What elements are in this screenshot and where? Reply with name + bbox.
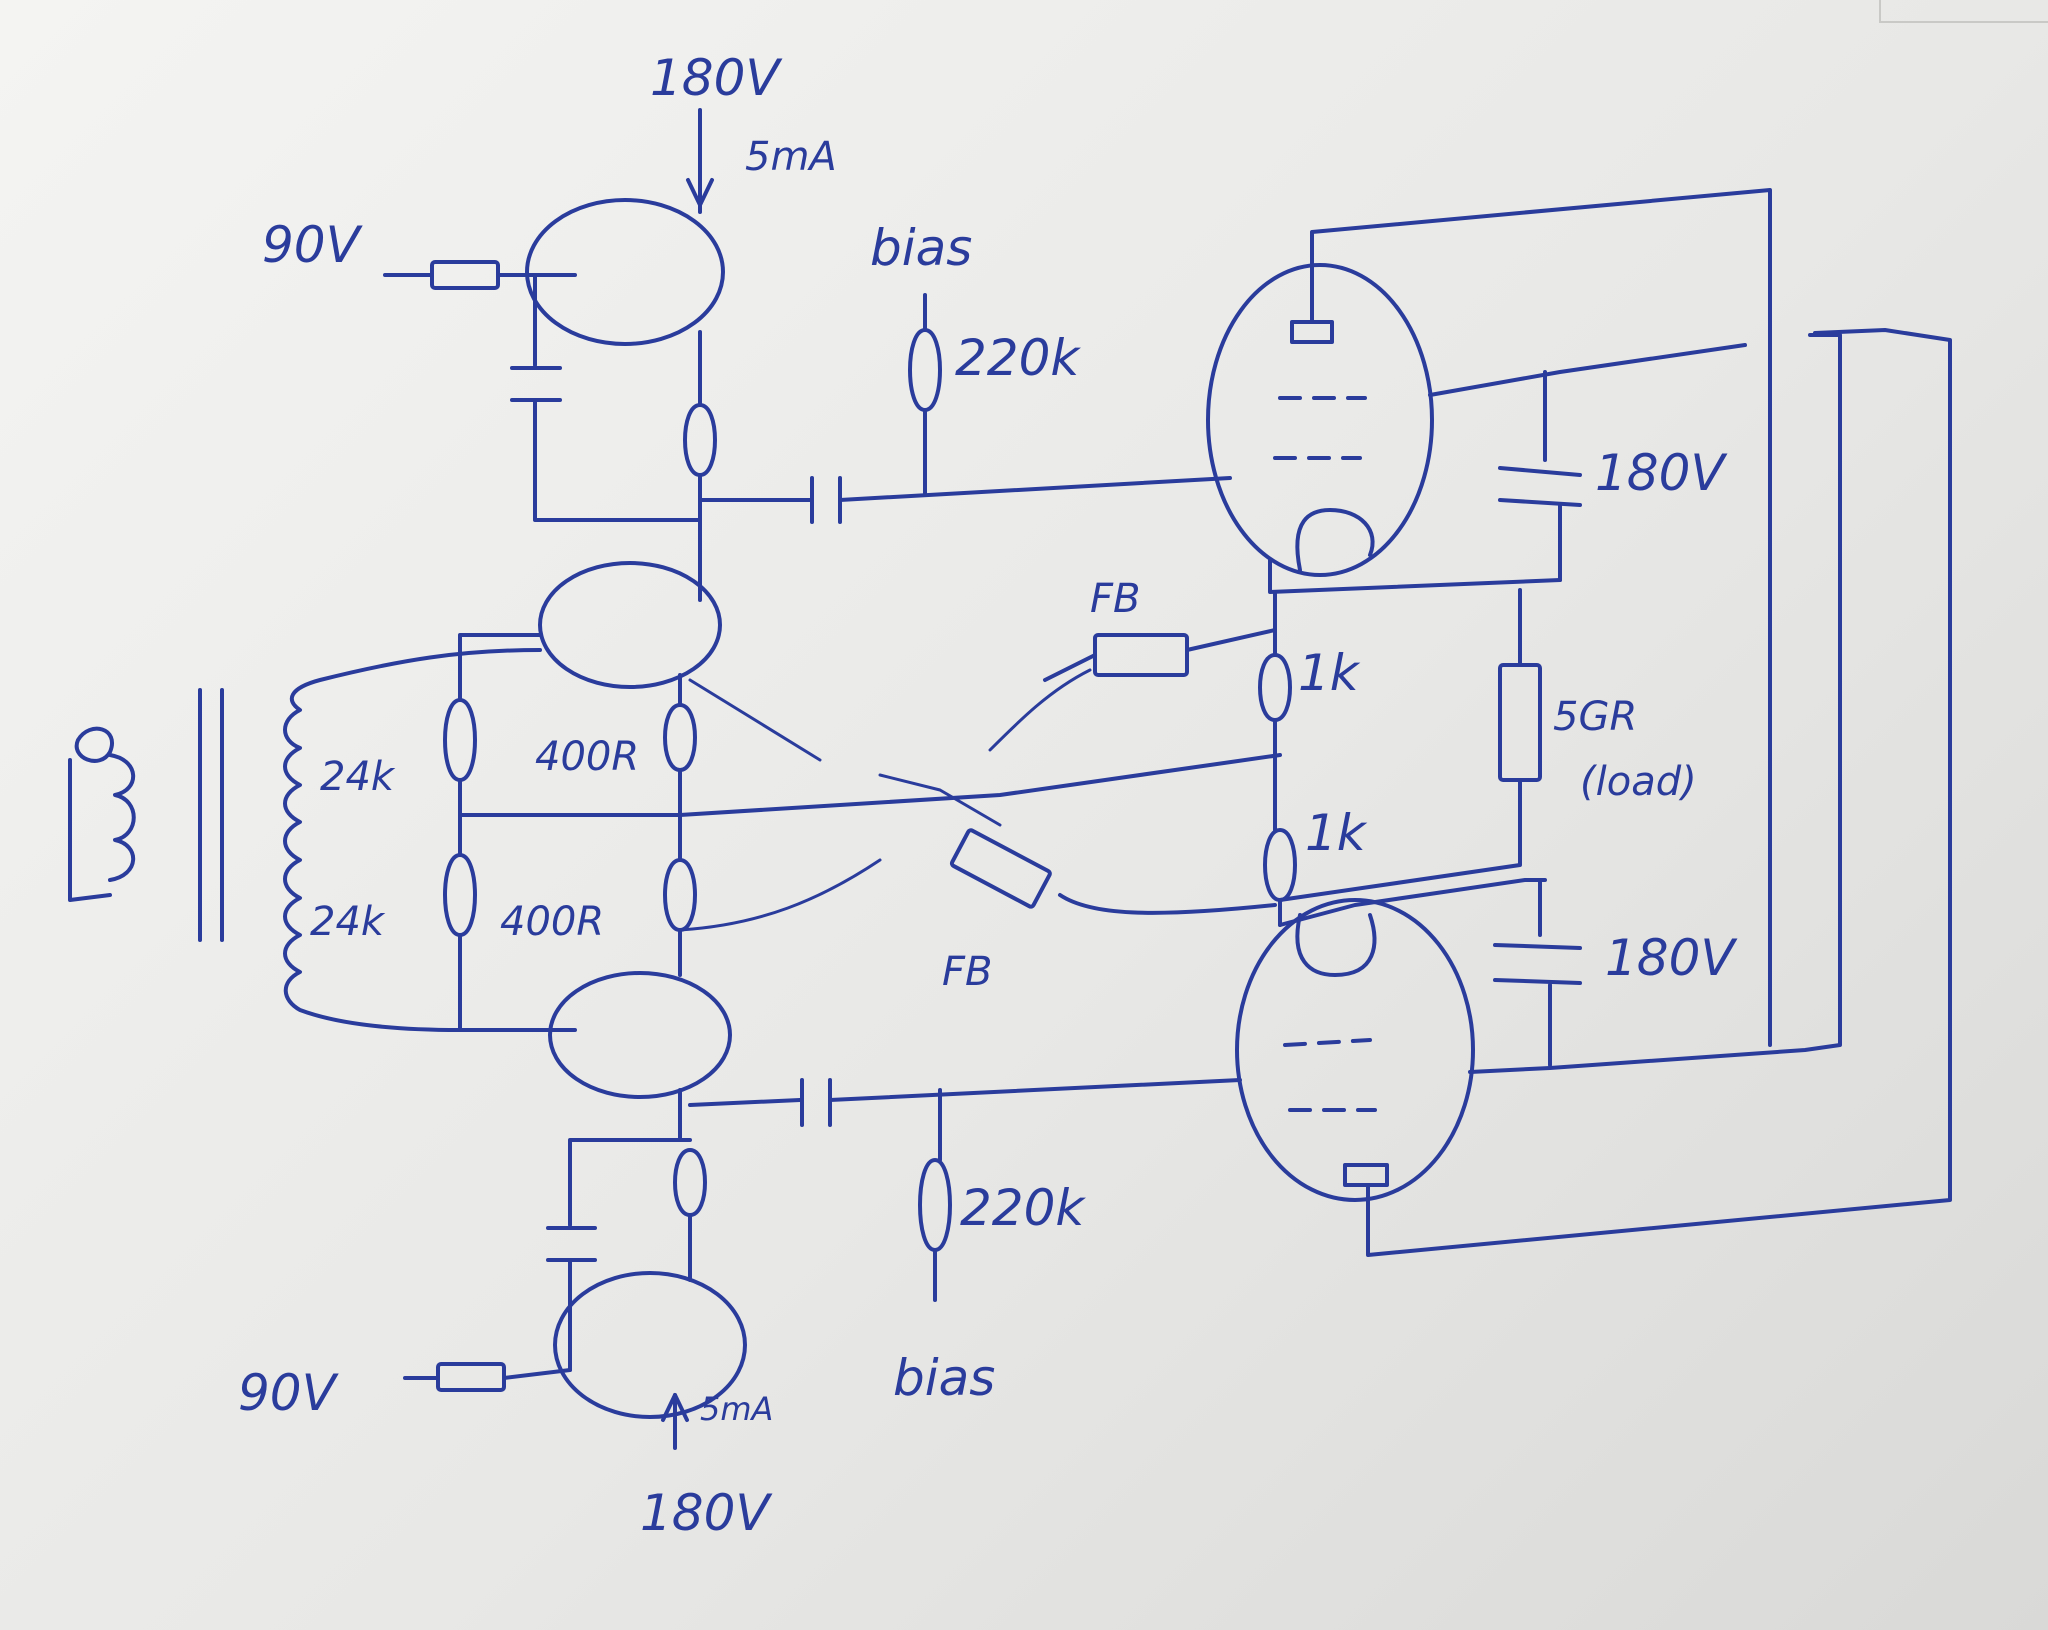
bottom-bias-res-label: 220k bbox=[960, 1179, 1086, 1237]
middle-tube-upper bbox=[538, 561, 722, 689]
top-bias-label: bias bbox=[870, 219, 972, 277]
top-bypass-capacitor bbox=[510, 273, 702, 522]
transformer-core bbox=[198, 688, 224, 942]
resistor-400r-top bbox=[663, 703, 697, 772]
r24k-bottom-label: 24k bbox=[310, 899, 386, 945]
top-input-resistor bbox=[383, 260, 577, 290]
bottom-supply-arrow bbox=[661, 1393, 689, 1450]
cross-fb-upper-mid bbox=[878, 773, 1002, 827]
lower-screen-wire bbox=[1468, 333, 1842, 1074]
mid-node-bus bbox=[458, 753, 1282, 817]
lower-cathode-res-label: 1k bbox=[1305, 804, 1368, 862]
upper-cathode-resistor bbox=[1258, 590, 1292, 832]
bottom-plate-resistor bbox=[673, 1148, 707, 1282]
mid-left-wire-bottom bbox=[458, 933, 577, 1032]
lower-cathode-bus bbox=[1278, 878, 1547, 927]
bottom-bias-label: bias bbox=[893, 1349, 995, 1407]
bottom-input-label: 90V bbox=[238, 1364, 340, 1422]
top-bias-resistor bbox=[908, 293, 942, 497]
lower-b-plus-label: 180V bbox=[1605, 929, 1738, 987]
upper-plate-to-transformer bbox=[1310, 188, 1772, 1047]
feedback-resistor-bottom bbox=[949, 828, 1277, 915]
r400-bottom-label: 400R bbox=[500, 899, 604, 945]
top-supply-arrow bbox=[686, 108, 714, 207]
mid-left-wire-top bbox=[458, 633, 542, 702]
bottom-tube-4 bbox=[553, 1271, 747, 1419]
cross-fb-lower-mid bbox=[988, 668, 1092, 752]
upper-screen-wire bbox=[1428, 343, 1747, 397]
output-tube-upper bbox=[1206, 263, 1434, 577]
resistor-24k-top bbox=[443, 698, 477, 782]
lower-decoupling-capacitor bbox=[1493, 878, 1582, 1067]
cross-fb-upper-left bbox=[688, 678, 822, 762]
upper-cathode-res-label: 1k bbox=[1298, 644, 1361, 702]
lower-cathode-resistor bbox=[1263, 828, 1297, 927]
bottom-current-label: 5mA bbox=[700, 1390, 773, 1428]
resistor-400r-bottom bbox=[663, 858, 697, 932]
top-plate-resistor bbox=[683, 403, 717, 477]
lower-plate-to-transformer bbox=[1366, 328, 1952, 1257]
fb-top-label: FB bbox=[1090, 576, 1140, 622]
bottom-coupling-capacitor bbox=[688, 1078, 1242, 1127]
r400-top-label: 400R bbox=[535, 734, 639, 780]
input-transformer-secondary bbox=[283, 648, 542, 1032]
top-coupling-capacitor bbox=[698, 476, 1232, 524]
bottom-supply-label: 180V bbox=[640, 1484, 773, 1542]
output-tube-lower bbox=[1235, 898, 1475, 1202]
upper-cathode-bus bbox=[1268, 558, 1562, 594]
load-resistor bbox=[1278, 588, 1542, 902]
r24k-top-label: 24k bbox=[320, 754, 396, 800]
resistor-24k-bottom bbox=[443, 853, 477, 937]
middle-tube-lower bbox=[548, 971, 732, 1099]
load-label: 5GR bbox=[1553, 694, 1637, 740]
bottom-input-resistor bbox=[403, 1362, 572, 1392]
cross-fb-lower-left bbox=[678, 858, 882, 932]
top-bias-res-label: 220k bbox=[955, 329, 1081, 387]
upper-b-plus-label: 180V bbox=[1595, 444, 1728, 502]
upper-decoupling-capacitor bbox=[1498, 370, 1582, 582]
load-note-label: (load) bbox=[1580, 759, 1697, 805]
page-rule bbox=[1879, 0, 2048, 23]
bottom-bypass-capacitor bbox=[546, 1138, 692, 1372]
top-input-label: 90V bbox=[262, 216, 364, 274]
feedback-resistor-top bbox=[1043, 628, 1277, 682]
bottom-bias-resistor bbox=[918, 1158, 952, 1302]
fb-bottom-label: FB bbox=[942, 949, 992, 995]
top-current-label: 5mA bbox=[745, 134, 837, 180]
top-tube-1 bbox=[525, 198, 725, 346]
top-supply-label: 180V bbox=[650, 49, 783, 107]
transformer-primary bbox=[68, 726, 136, 902]
